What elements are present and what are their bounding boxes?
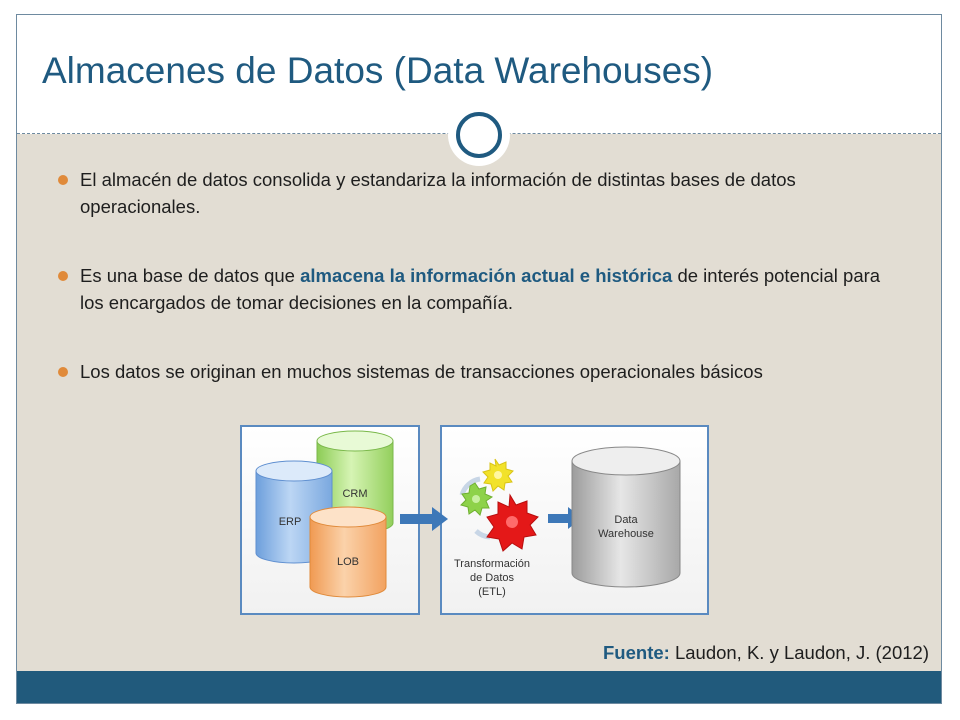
lob-label: LOB	[337, 556, 359, 568]
bullet-dot-icon	[58, 271, 68, 281]
footer-bar	[17, 671, 941, 703]
bullet-dot-icon	[58, 175, 68, 185]
bullet-text: El almacén de datos consolida y estandar…	[80, 169, 796, 217]
bullet-item: Es una base de datos que almacena la inf…	[58, 262, 888, 316]
bullet-text-after: de interés potencial para los encargados…	[80, 265, 881, 313]
transform-label-line2: de Datos	[470, 572, 515, 584]
data-warehouse-icon: Data Warehouse	[571, 446, 681, 588]
slide-title: Almacenes de Datos (Data Warehouses)	[42, 50, 714, 91]
bullet-list: El almacén de datos consolida y estandar…	[58, 166, 888, 427]
lob-database-icon: LOB	[309, 506, 387, 598]
crm-label: CRM	[342, 488, 367, 500]
transform-label-line3: (ETL)	[478, 586, 506, 598]
bullet-text: Los datos se originan en muchos sistemas…	[80, 361, 763, 382]
source-citation: Fuente: Laudon, K. y Laudon, J. (2012)	[603, 642, 929, 664]
bullet-highlight: almacena la información actual e históri…	[300, 265, 673, 286]
erp-label: ERP	[279, 516, 302, 528]
warehouse-label-line2: Warehouse	[598, 528, 654, 540]
bullet-text-before: Es una base de datos que	[80, 265, 301, 286]
arrow-right-icon	[400, 507, 448, 531]
source-text: Laudon, K. y Laudon, J. (2012)	[674, 642, 929, 663]
divider-ring-inner	[456, 112, 502, 158]
source-label: Fuente:	[603, 642, 670, 663]
transform-label-line1: Transformación	[454, 558, 530, 570]
etl-gears-icon	[459, 458, 539, 552]
bullet-dot-icon	[58, 367, 68, 377]
warehouse-label-line1: Data	[614, 514, 638, 526]
etl-diagram: CRM ERP LOB Transformación de Datos (ETL…	[240, 425, 709, 615]
bullet-item: Los datos se originan en muchos sistemas…	[58, 358, 888, 385]
bullet-item: El almacén de datos consolida y estandar…	[58, 166, 888, 220]
